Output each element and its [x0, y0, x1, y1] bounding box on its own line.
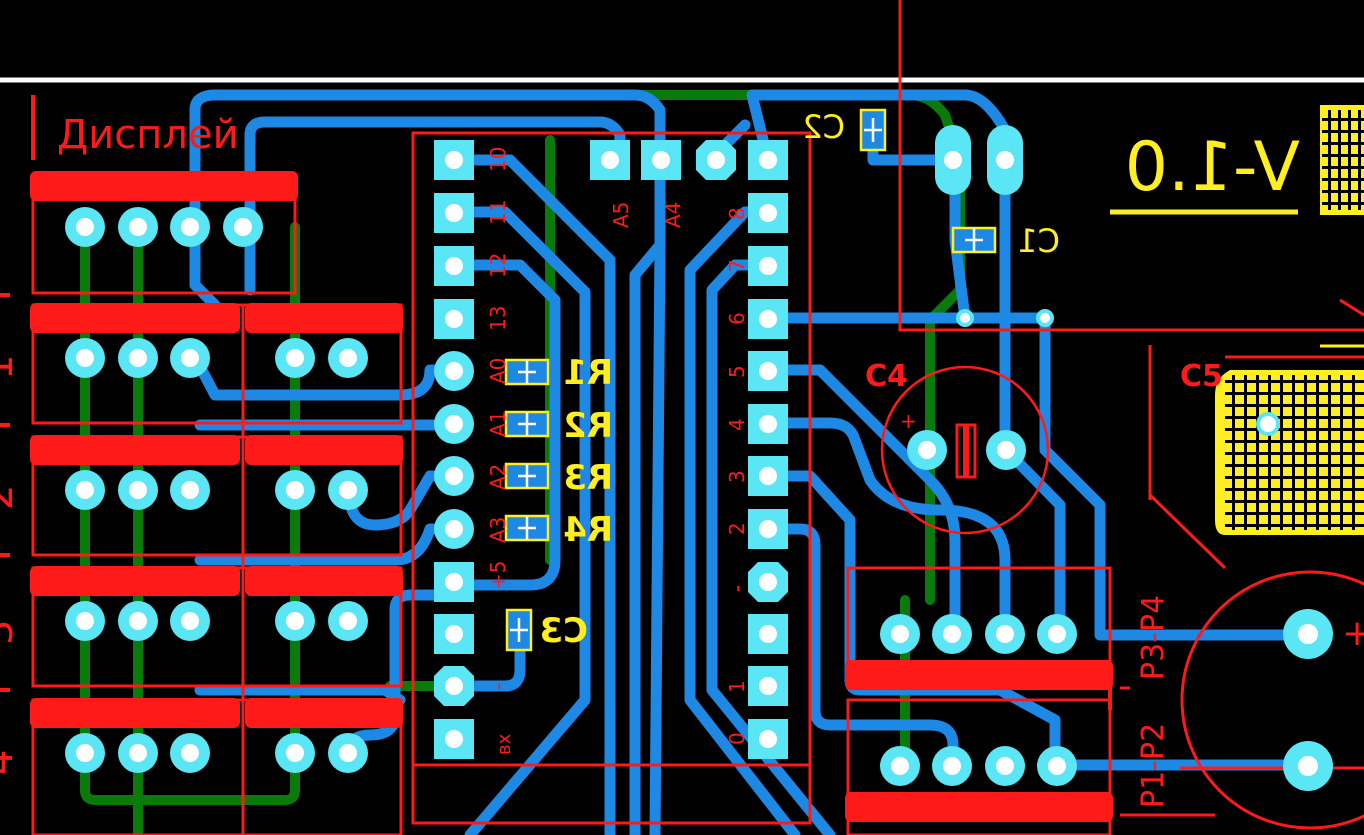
pin-label: 6 [725, 312, 749, 325]
r4-label: R4 [563, 510, 613, 550]
smd-pads [504, 108, 997, 652]
pin-label: 10 [486, 147, 510, 172]
c3-label: C3 [539, 611, 588, 651]
pin-label: 4 [725, 418, 749, 431]
p3-p4-label: P3-P4 [1136, 595, 1171, 680]
r1-label: R1 [563, 353, 613, 393]
edge-mark: 4 [0, 750, 22, 775]
c4-plus-label: + [900, 409, 917, 433]
pin-label: A0 [486, 358, 510, 384]
pin-label: 7 [725, 259, 749, 272]
c4-label: C4 [865, 359, 908, 394]
edge-mark: 1 [0, 355, 22, 380]
c2-label: C2 [802, 108, 845, 146]
pin-label: вх [494, 733, 515, 755]
display-label: Дисплей [57, 112, 239, 158]
r3-label: R3 [563, 458, 613, 498]
yellow-grid-block [1320, 105, 1364, 215]
pin-label: A1 [486, 411, 510, 437]
pin-label: 2 [725, 522, 749, 535]
through-hole-pads [65, 125, 1333, 791]
pin-label: - [725, 585, 749, 592]
pin-label: 11 [486, 200, 510, 225]
pin-label: 0 [725, 732, 749, 745]
edge-mark: 3 [0, 620, 22, 645]
pin-label: 13 [486, 306, 510, 331]
left-edge-marks: 1 2 3 4 [0, 355, 22, 775]
connector-header-bars [30, 171, 1113, 822]
pin-label: A3 [486, 517, 510, 543]
c4-polarity-mark [955, 423, 977, 479]
c1-label: C1 [1017, 222, 1060, 260]
pin-label: 1 [725, 680, 749, 693]
c5-plus-label: + [1342, 613, 1364, 654]
pin-label: - [486, 683, 510, 690]
c5-label: C5 [1180, 359, 1223, 394]
pin-label: +5 [486, 561, 510, 590]
vias [956, 309, 1054, 327]
pin-label: 3 [725, 470, 749, 483]
pin-label: 8 [725, 207, 749, 220]
p1-p2-label: P1-P2 [1136, 723, 1171, 808]
pin-label: A4 [661, 202, 685, 228]
pin-label: 12 [486, 253, 510, 278]
c5-footprint [1215, 370, 1364, 535]
pin-label: A2 [486, 464, 510, 490]
version-label: V-1.0 [1125, 128, 1300, 207]
bottom-silk-labels: V-1.0 C2 C1 R1 R2 R3 R4 C3 [539, 108, 1300, 651]
pin-label: 5 [725, 365, 749, 378]
mcu-pin-labels: 10 11 12 13 A0 A1 A2 A3 +5 - вх A5 A4 8 … [486, 147, 749, 755]
edge-mark: 2 [0, 485, 22, 510]
pin-label: A5 [609, 202, 633, 228]
r2-label: R2 [563, 406, 613, 446]
